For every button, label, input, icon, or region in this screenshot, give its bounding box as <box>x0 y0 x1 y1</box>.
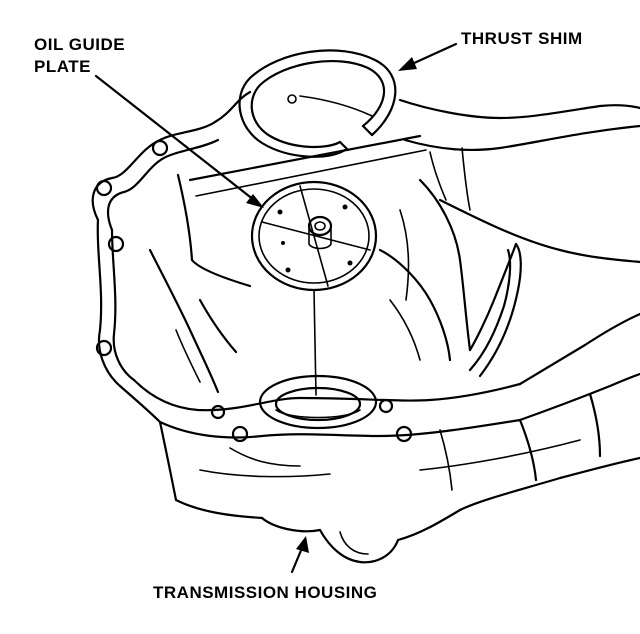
transmission-housing-label: TRANSMISSION HOUSING <box>153 583 378 602</box>
thrust-shim <box>238 49 397 158</box>
oil-guide-plate-label: OIL GUIDE PLATE <box>34 34 125 78</box>
leader-lines <box>94 42 458 574</box>
thrust-shim-label: THRUST SHIM <box>461 29 583 48</box>
housing-body <box>91 90 640 564</box>
oil-guide-plate <box>250 180 378 396</box>
oil-guide-plate-label-line1: OIL GUIDE <box>34 35 126 54</box>
oil-guide-plate-label-line2: PLATE <box>34 57 91 76</box>
